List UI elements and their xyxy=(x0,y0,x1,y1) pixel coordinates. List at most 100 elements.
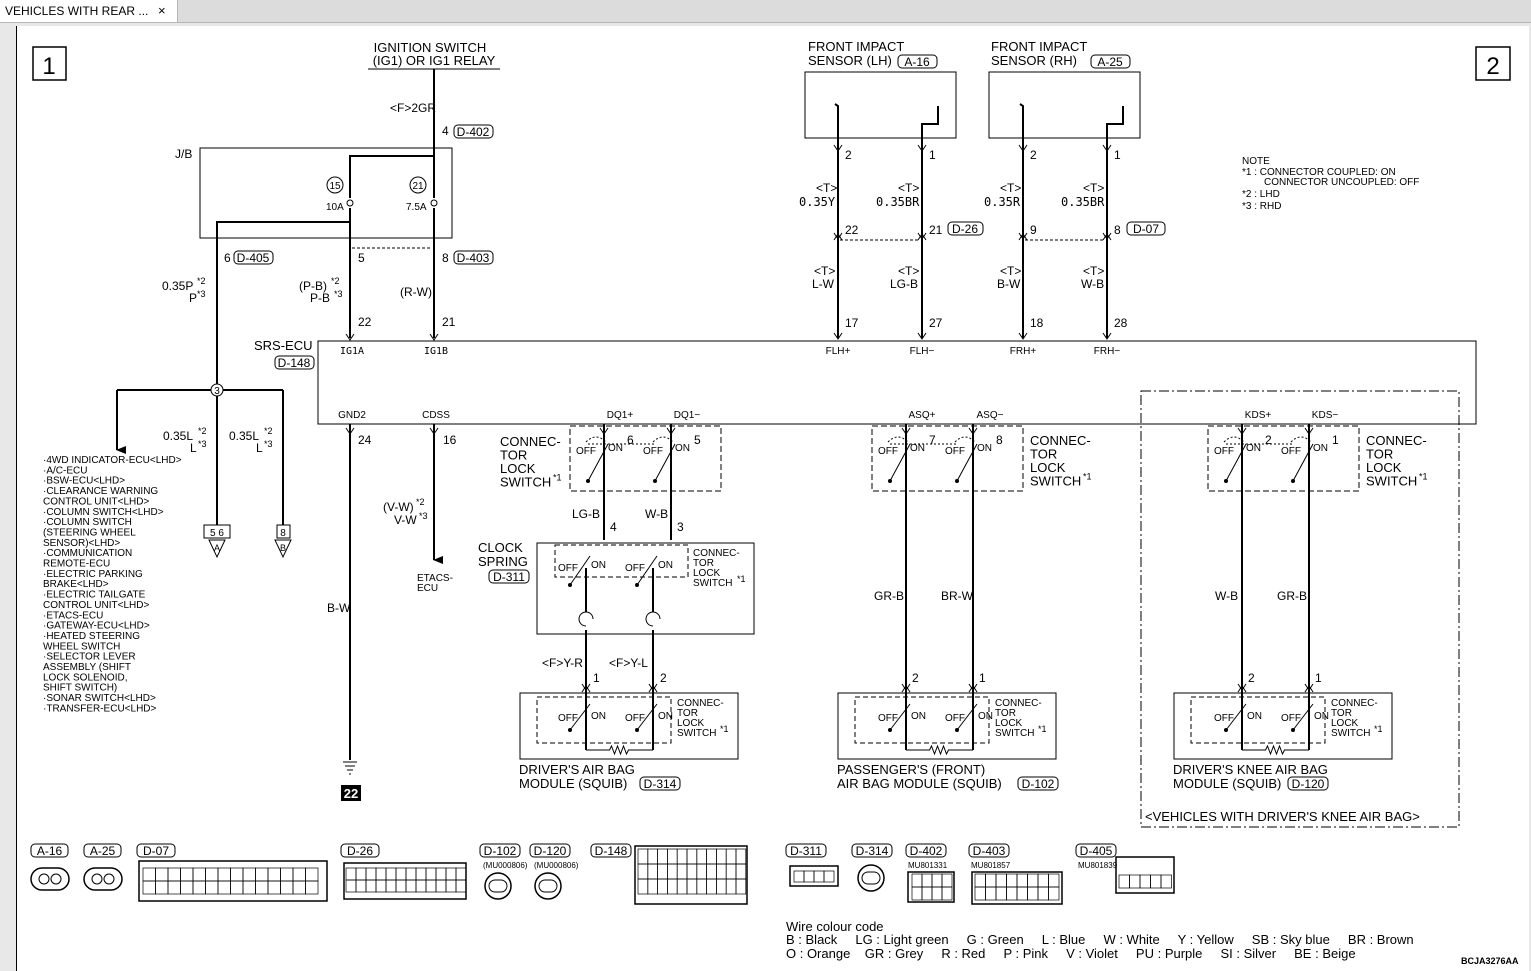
ecu-term-flh-plus: FLH+ xyxy=(826,346,851,357)
passenger-ecu-off-label: OFF xyxy=(878,446,898,457)
connector-d07-shape xyxy=(138,860,328,902)
knee-module-pin-1: 1 xyxy=(1315,671,1322,685)
sensor-rh-w4: W-B xyxy=(1081,277,1104,291)
ecu-pin-18: 18 xyxy=(1030,316,1044,330)
passenger-pin-2: 2 xyxy=(912,671,919,685)
pin-mark xyxy=(1237,683,1247,691)
pin-mark xyxy=(1237,427,1247,435)
connector-d403-label: D-403 xyxy=(973,844,1006,858)
ecu-list-item: LOCK SOLENOID, xyxy=(43,672,127,683)
ecu-term-gnd2: GND2 xyxy=(338,410,366,421)
connector-cell xyxy=(385,867,397,881)
connector-cell xyxy=(1048,886,1060,901)
connector-cell xyxy=(921,873,933,888)
connector-cell xyxy=(911,873,923,888)
page-marker-right: 2 xyxy=(1486,53,1499,80)
wire-rw: (R-W) xyxy=(400,285,432,299)
connector-cell xyxy=(435,879,447,893)
ecu-pin-17: 17 xyxy=(845,316,859,330)
tab-title: VEHICLES WITH REAR ... xyxy=(5,4,149,18)
connector-shape xyxy=(484,872,512,900)
connector-cell xyxy=(1118,874,1130,889)
tab-bar: VEHICLES WITH REAR ... × xyxy=(0,0,1531,23)
connector-cell xyxy=(667,878,678,895)
connector-cell xyxy=(823,870,835,883)
ignition-wire: <F>2GR xyxy=(390,101,436,115)
connector-cell xyxy=(931,886,943,901)
clock-spring-label-2: SPRING xyxy=(478,554,528,569)
passenger-lock-star: *1 xyxy=(1038,724,1047,734)
connector-cell xyxy=(375,879,387,893)
pin-mark xyxy=(968,685,978,693)
connector-cell xyxy=(1016,886,1028,901)
connector-cell xyxy=(142,880,156,895)
connector-cell xyxy=(1016,873,1028,888)
connector-cell xyxy=(242,880,256,895)
document-tab[interactable]: VEHICLES WITH REAR ... × xyxy=(0,0,178,22)
offpage-a-pins: 5 6 xyxy=(210,528,224,539)
splice-w2: 0.35L xyxy=(229,429,259,443)
knee-module-label-2: MODULE (SQUIB) xyxy=(1173,776,1281,791)
fuse2-rating: 7.5A xyxy=(406,202,427,213)
knee-lock-label-4: SWITCH xyxy=(1331,728,1370,739)
knee-off-label: OFF xyxy=(1214,713,1234,724)
sensor-rh-label-2: SENSOR (RH) xyxy=(991,53,1077,68)
connector-cell xyxy=(292,867,306,882)
knee-module-connector: D-120 xyxy=(1292,777,1325,791)
connector-pin xyxy=(91,873,103,885)
ecu-list-item: ·COMMUNICATION xyxy=(43,548,132,559)
connector-d07-label: D-07 xyxy=(143,844,169,858)
sensor-rh-pin-1: 1 xyxy=(1114,148,1121,162)
connector-d311-label: D-311 xyxy=(790,844,822,858)
driver-on-label: ON xyxy=(591,711,606,722)
ecu-pin-24: 24 xyxy=(358,433,372,447)
ecu-term-frh-plus: FRH+ xyxy=(1010,346,1037,357)
connector-cell xyxy=(1160,874,1172,889)
clock-spring-label-1: CLOCK xyxy=(478,540,523,555)
ecu-list-item: BRAKE<LHD> xyxy=(43,579,109,590)
connector-cell xyxy=(696,848,707,865)
driver-wire-3: <F>Y-R xyxy=(542,656,583,670)
pin-mark xyxy=(1304,685,1314,693)
driver-lock-label-3: LOCK xyxy=(677,718,705,729)
ecu-term-asq-minus: ASQ− xyxy=(977,410,1004,421)
sensor-lh-connector: A-16 xyxy=(904,55,930,69)
sensor-lh-w2-tag: <T> xyxy=(898,181,919,195)
splice-w2-alt: L xyxy=(256,441,263,455)
connector-cell xyxy=(345,879,357,893)
close-icon[interactable]: × xyxy=(158,3,166,18)
ecu-list-item: ASSEMBLY (SHIFT xyxy=(43,662,131,673)
connector-cell xyxy=(911,886,923,901)
ecu-list-item: ·BSW-ECU<LHD> xyxy=(43,476,125,487)
connector-cell xyxy=(415,867,427,881)
pin-mark xyxy=(968,427,978,435)
connector-cell xyxy=(985,873,997,888)
jb-pin-6: 6 xyxy=(224,251,231,265)
connector-cell xyxy=(941,886,953,901)
fuse1-number: 15 xyxy=(329,181,341,192)
passenger-ecu-lock-label-4: SWITCH xyxy=(1030,474,1081,489)
diagram-sheet xyxy=(16,26,1529,971)
driver-lock-label-4: SWITCH xyxy=(677,728,716,739)
connector-d148-shape xyxy=(634,845,748,905)
ecu-pin-16: 16 xyxy=(443,433,457,447)
connector-cell xyxy=(657,848,668,865)
connector-cell xyxy=(455,879,467,893)
ecu-list-item: ·ETACS-ECU xyxy=(43,610,103,621)
sensor-rh-w3-tag: <T> xyxy=(1000,264,1021,278)
fuse1-rating: 10A xyxy=(326,202,344,213)
passenger-off-label: OFF xyxy=(878,713,898,724)
connector-cell xyxy=(435,867,447,881)
connector-cell xyxy=(686,863,698,880)
connector-cell xyxy=(305,880,319,895)
ignition-connector: D-402 xyxy=(457,125,490,139)
knee-pin-1: 1 xyxy=(1332,433,1339,447)
connector-d405-label: D-405 xyxy=(1080,844,1113,858)
connector-cell xyxy=(725,878,737,895)
wire-pb-lhd: (P-B) xyxy=(299,279,327,293)
connector-d120-label: D-120 xyxy=(534,844,567,858)
ecu-label: SRS-ECU xyxy=(254,338,313,353)
connector-cell xyxy=(192,867,206,882)
connector-cell xyxy=(305,867,319,882)
